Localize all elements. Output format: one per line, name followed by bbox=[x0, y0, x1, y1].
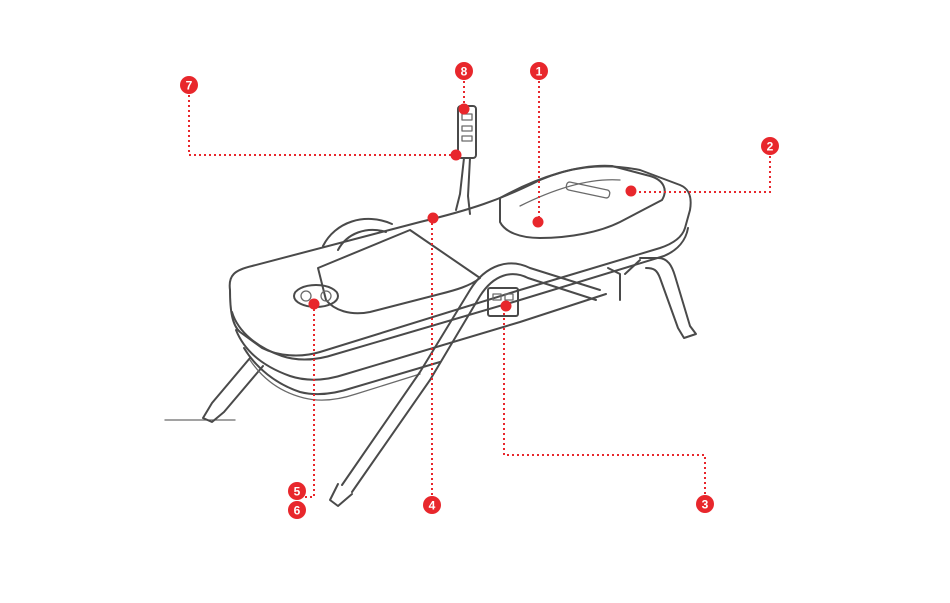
rear-frame-arc bbox=[322, 217, 393, 251]
target-dot-4 bbox=[427, 212, 439, 224]
side-control-panel bbox=[487, 287, 519, 317]
callout-badge-7: 7 bbox=[180, 76, 198, 94]
callout-label-4: 4 bbox=[429, 499, 436, 513]
callout-label-7: 7 bbox=[186, 79, 193, 93]
front-cross-leg bbox=[329, 262, 601, 507]
target-dots bbox=[308, 103, 637, 312]
callout-badge-1: 1 bbox=[530, 62, 548, 80]
callout-badge-4: 4 bbox=[423, 496, 441, 514]
callout-badge-6: 6 bbox=[288, 501, 306, 519]
callout-badge-2: 2 bbox=[761, 137, 779, 155]
callout-label-8: 8 bbox=[461, 65, 468, 79]
callout-badge-5: 5 bbox=[288, 482, 306, 500]
target-dot-3 bbox=[500, 300, 512, 312]
target-dot-8 bbox=[458, 103, 470, 115]
callout-badge-3: 3 bbox=[696, 495, 714, 513]
remote-controller bbox=[455, 105, 477, 215]
leader-2 bbox=[631, 146, 771, 193]
leader-lines bbox=[188, 71, 771, 505]
callout-badge-8: 8 bbox=[455, 62, 473, 80]
callout-label-6: 6 bbox=[294, 504, 301, 518]
target-dot-1 bbox=[532, 216, 544, 228]
callout-label-5: 5 bbox=[294, 485, 301, 499]
left-leg bbox=[202, 357, 264, 423]
right-frame bbox=[607, 257, 697, 339]
target-dot-5 bbox=[308, 298, 320, 310]
target-dot-7 bbox=[450, 149, 462, 161]
leader-5-6 bbox=[304, 304, 315, 498]
callout-label-1: 1 bbox=[536, 65, 543, 79]
callout-label-2: 2 bbox=[767, 140, 774, 154]
leader-3 bbox=[503, 305, 706, 504]
bed-body bbox=[228, 164, 692, 401]
callout-label-3: 3 bbox=[702, 498, 709, 512]
target-dot-2 bbox=[625, 185, 637, 197]
leader-7 bbox=[188, 85, 454, 156]
